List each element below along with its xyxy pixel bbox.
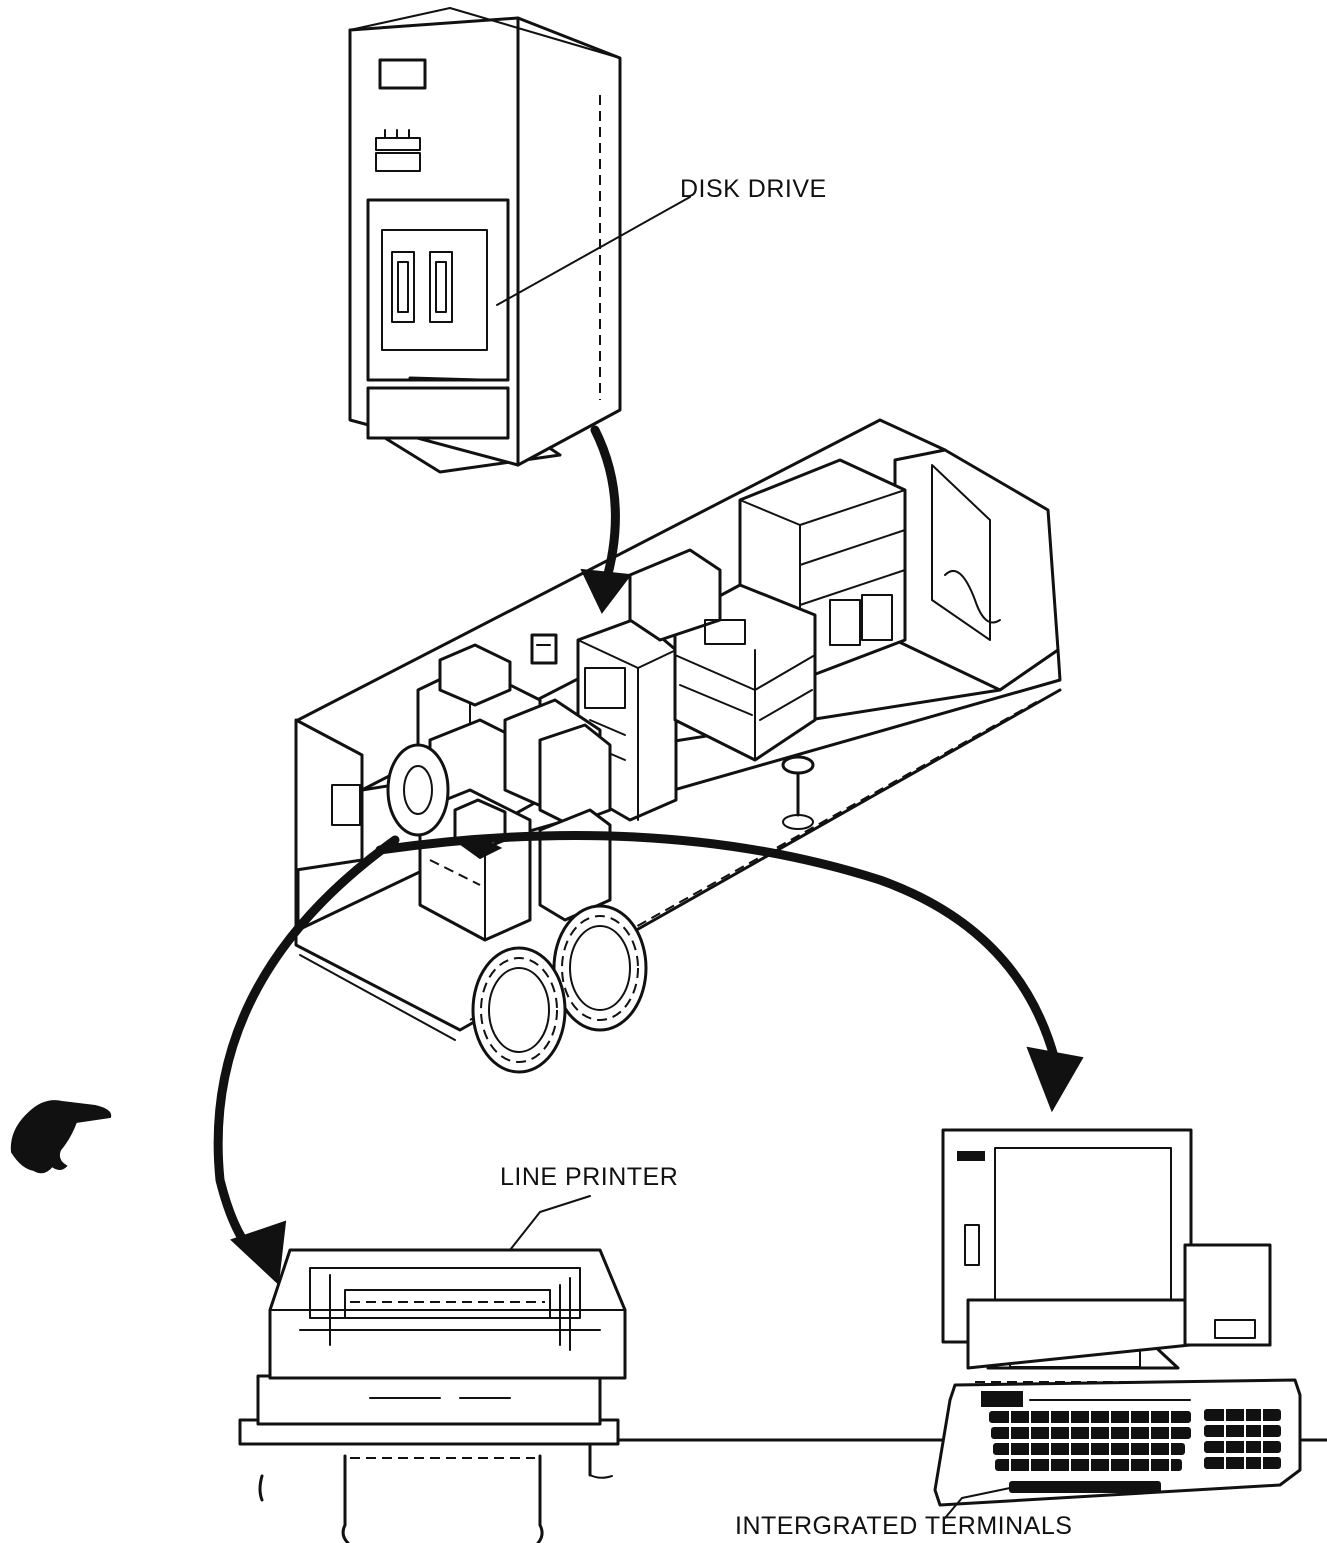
leader-lines (496, 196, 1011, 1519)
mobile-shelter-trailer (294, 418, 1062, 1074)
integrated-terminals-label: INTERGRATED TERMINALS (735, 1512, 1072, 1540)
line-printer-label: LINE PRINTER (500, 1163, 678, 1191)
line-printer (238, 1248, 1327, 1543)
disk-drive-cabinet (348, 7, 622, 474)
keyboard-keys (989, 1408, 1281, 1493)
integrated-terminal (933, 1128, 1302, 1507)
disk-drive-label: DISK DRIVE (680, 175, 827, 203)
flow-arrows (213, 425, 1084, 1286)
pointing-hand-icon (10, 1100, 112, 1174)
